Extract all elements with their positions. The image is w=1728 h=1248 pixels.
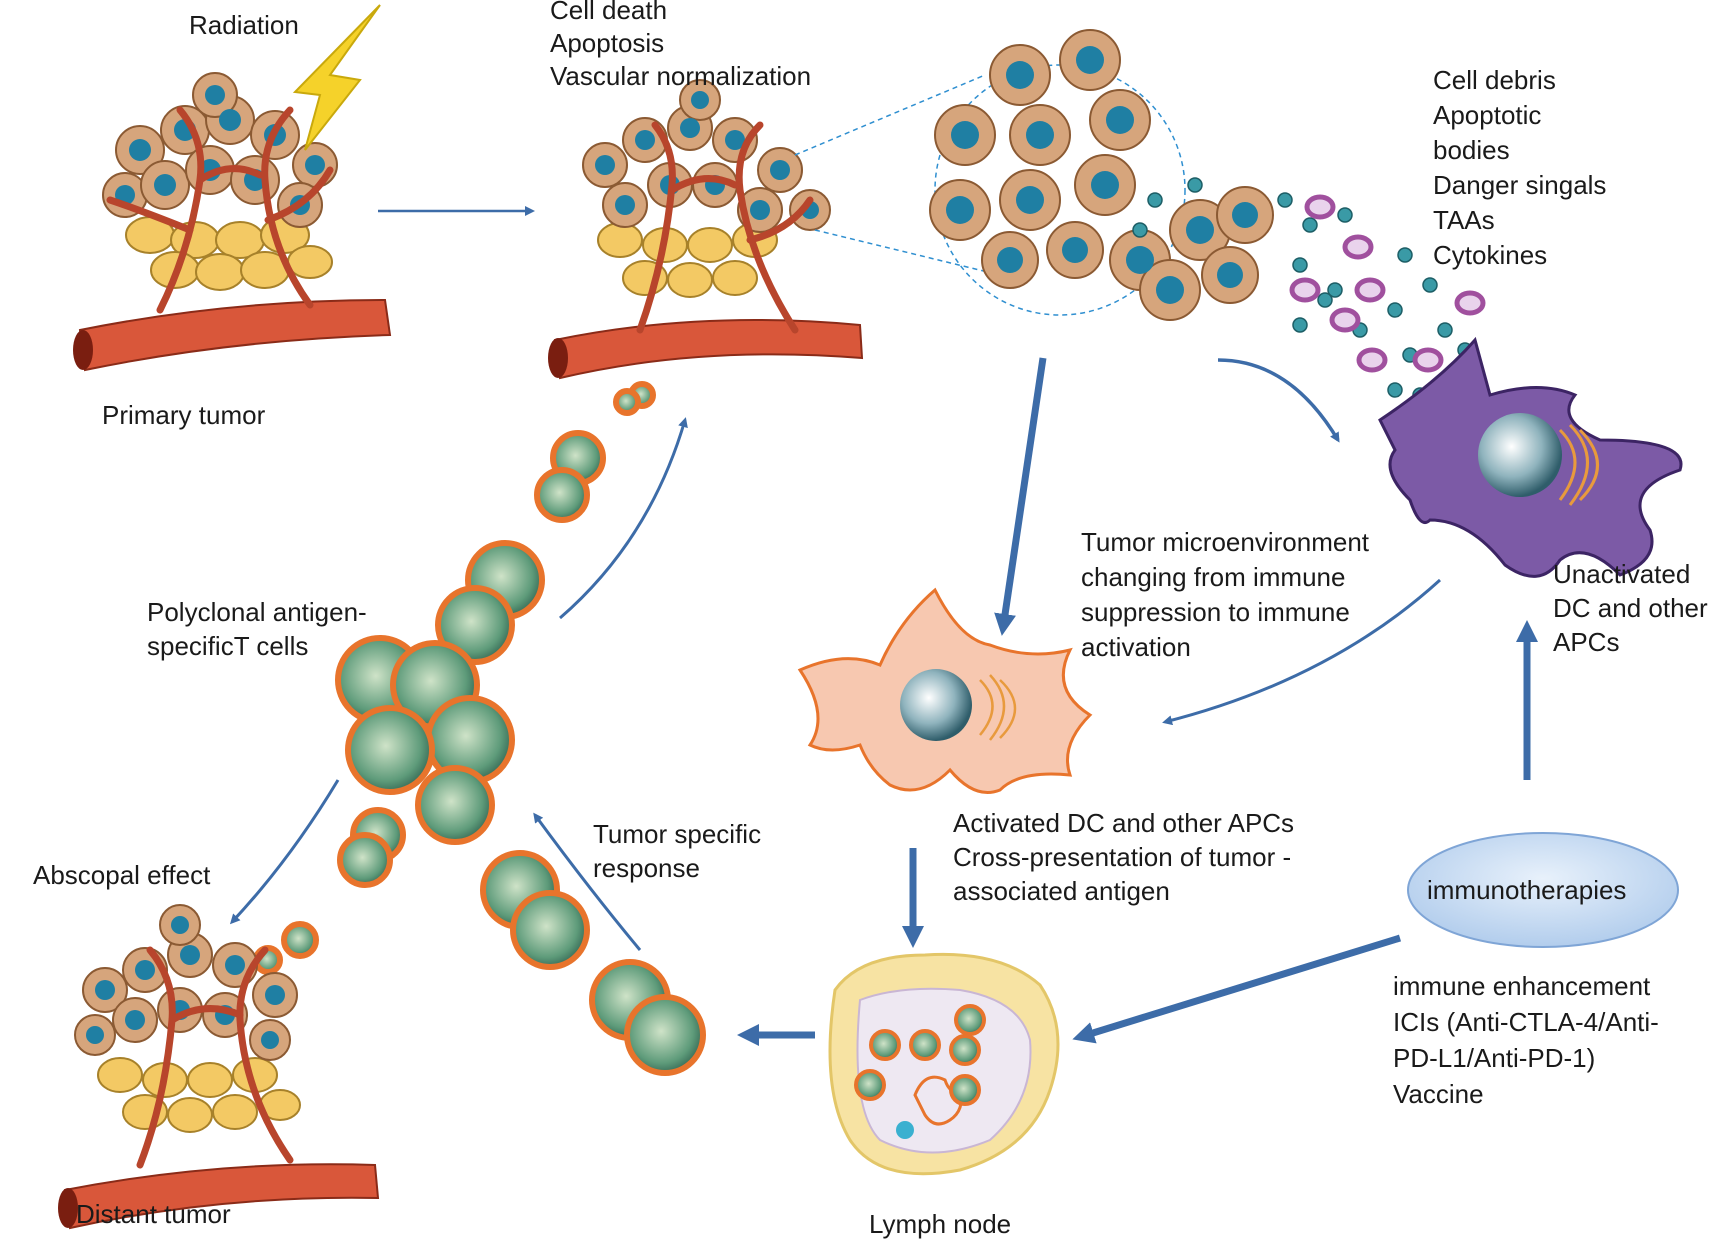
activated-dc-illustration [797, 587, 1093, 794]
label-line: Activated DC and other APCs [953, 808, 1295, 838]
label-line: changing from immune [1081, 562, 1346, 592]
immunotherapies-ellipse [1407, 832, 1679, 948]
tumor-vasculature [106, 106, 334, 314]
label-line: Apoptotic [1433, 100, 1542, 130]
distant-tumor-illustration [58, 904, 380, 1230]
label-line: activation [1081, 632, 1191, 662]
label-line: Danger singals [1433, 170, 1607, 200]
tumor-vasculature [136, 946, 294, 1169]
arrows [229, 206, 1538, 1046]
label-line: Apoptosis [550, 28, 665, 58]
blood-vessel [63, 1163, 380, 1230]
label-activated-dc: Activated DC and other APCs Cross-presen… [953, 806, 1294, 908]
primary-tumor-illustration [73, 4, 392, 372]
label-line: associated antigen [953, 876, 1170, 906]
label-debris-list: Cell debris Apoptotic bodies Danger sing… [1433, 63, 1606, 273]
arrow-tumor-specific-response [533, 812, 642, 951]
label-line: DC and other [1553, 593, 1708, 623]
tumor-nuclei [86, 916, 285, 1049]
vessel-opening [58, 1188, 78, 1228]
label-line: response [593, 853, 700, 883]
arrow-unactivated-to-activated [1162, 578, 1442, 726]
arrow-abscopal-effect [229, 779, 340, 925]
label-line: Cytokines [1433, 240, 1548, 270]
arrow-t-cells-to-tumor [559, 417, 688, 620]
label-distant-tumor: Distant tumor [76, 1199, 231, 1229]
label-line: ICIs (Anti-CTLA-4/Anti- [1393, 1007, 1659, 1037]
label-abscopal-effect: Abscopal effect [33, 860, 211, 890]
label-polyclonal-t-cells: Polyclonal antigen- specificT cells [147, 595, 367, 663]
lightning-bolt-icon [292, 4, 381, 151]
label-line: Tumor microenvironment [1081, 527, 1370, 557]
label-line: Vaccine [1393, 1079, 1484, 1109]
label-line: PD-L1/Anti-PD-1) [1393, 1043, 1596, 1073]
irradiated-tumor-illustration [548, 74, 1001, 380]
vessel-opening [548, 338, 568, 378]
label-line: bodies [1433, 135, 1510, 165]
arrow-debris-to-unactivated-dc [1217, 358, 1340, 443]
label-cell-death: Cell death Apoptosis Vascular normalizat… [550, 0, 811, 93]
unactivated-dc-illustration [1378, 336, 1683, 578]
arrow-debris-to-activated-dc [994, 357, 1047, 636]
tumor-vasculature [636, 121, 814, 334]
label-immunotherapies: immunotherapies [1427, 875, 1627, 905]
label-primary-tumor: Primary tumor [102, 400, 266, 430]
apoptotic-vesicles [1289, 194, 1486, 373]
blood-vessel [553, 319, 864, 380]
label-lymph-node: Lymph node [869, 1209, 1012, 1239]
label-radiation: Radiation [189, 10, 299, 40]
label-line: Vascular normalization [550, 61, 812, 91]
label-line: suppression to immune [1081, 597, 1350, 627]
label-line: Cross-presentation of tumor - [953, 842, 1292, 872]
label-line: Cell death [550, 0, 668, 25]
label-line: APCs [1553, 627, 1620, 657]
t-cell-cluster [253, 381, 706, 1076]
label-immune-enhancement-list: immune enhancement ICIs (Anti-CTLA-4/Ant… [1393, 968, 1659, 1112]
label-tumor-specific-response: Tumor specific response [593, 817, 761, 885]
arrow-immunotherapy-to-lymph-node [1072, 934, 1402, 1044]
vessel-opening [73, 330, 93, 370]
tumor-cell-cluster [74, 904, 298, 1061]
label-tme-change: Tumor microenvironment changing from imm… [1081, 525, 1369, 665]
tumor-nuclei [595, 91, 819, 220]
zoom-guide-lines [794, 74, 1001, 276]
label-line: Polyclonal antigen- [147, 597, 367, 627]
label-line: TAAs [1433, 205, 1495, 235]
blood-vessel [78, 298, 392, 372]
label-line: immune enhancement [1393, 971, 1651, 1001]
label-line: Tumor specific [593, 819, 762, 849]
label-unactivated-dc: Unactivated DC and other APCs [1553, 557, 1708, 659]
label-line: Unactivated [1553, 559, 1691, 589]
label-line: specificT cells [147, 631, 309, 661]
lymph-node-illustration [828, 952, 1060, 1176]
label-line: Cell debris [1433, 65, 1556, 95]
zoomed-tumor-cells [929, 29, 1274, 321]
